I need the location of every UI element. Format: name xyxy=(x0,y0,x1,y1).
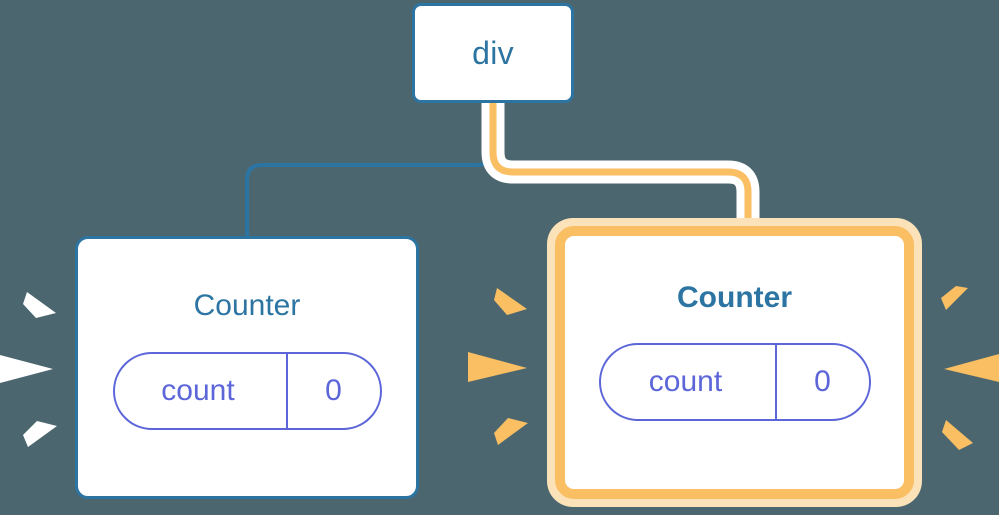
sparkle-icon xyxy=(944,354,999,382)
state-value-label: 0 xyxy=(814,365,831,398)
counter-right-sparkle-burst-right xyxy=(941,286,999,450)
node-counter-right-state-pill[interactable]: count 0 xyxy=(598,343,871,421)
state-key-label: count xyxy=(161,374,235,407)
counter-left-sparkle-burst xyxy=(0,292,57,447)
sparkle-icon xyxy=(941,286,968,310)
sparkle-icon xyxy=(942,420,973,450)
node-counter-right[interactable]: Counter count 0 xyxy=(547,218,922,507)
node-counter-left-title: Counter xyxy=(193,289,301,322)
sparkle-icon xyxy=(0,355,53,383)
node-counter-left-state-pill[interactable]: count 0 xyxy=(112,352,382,430)
sparkle-icon xyxy=(494,418,528,445)
node-counter-left[interactable]: Counter count 0 xyxy=(75,236,419,499)
node-div-label: div xyxy=(472,35,514,71)
counter-right-sparkle-burst-left xyxy=(468,288,528,445)
sparkle-icon xyxy=(494,288,527,315)
sparkle-icon xyxy=(468,352,527,382)
node-div[interactable]: div xyxy=(412,3,574,103)
state-value-cell: 0 xyxy=(285,354,380,428)
sparkle-icon xyxy=(23,292,56,318)
sparkle-icon xyxy=(23,421,57,447)
state-key-label: count xyxy=(648,365,723,398)
state-value-cell: 0 xyxy=(774,345,869,419)
state-key-cell: count xyxy=(601,345,775,419)
state-key-cell: count xyxy=(115,354,286,428)
edge-div-to-counter-left xyxy=(245,100,495,238)
node-counter-right-highlight-ring: Counter count 0 xyxy=(555,226,914,499)
state-value-label: 0 xyxy=(325,374,342,407)
node-counter-right-title: Counter xyxy=(677,281,792,314)
